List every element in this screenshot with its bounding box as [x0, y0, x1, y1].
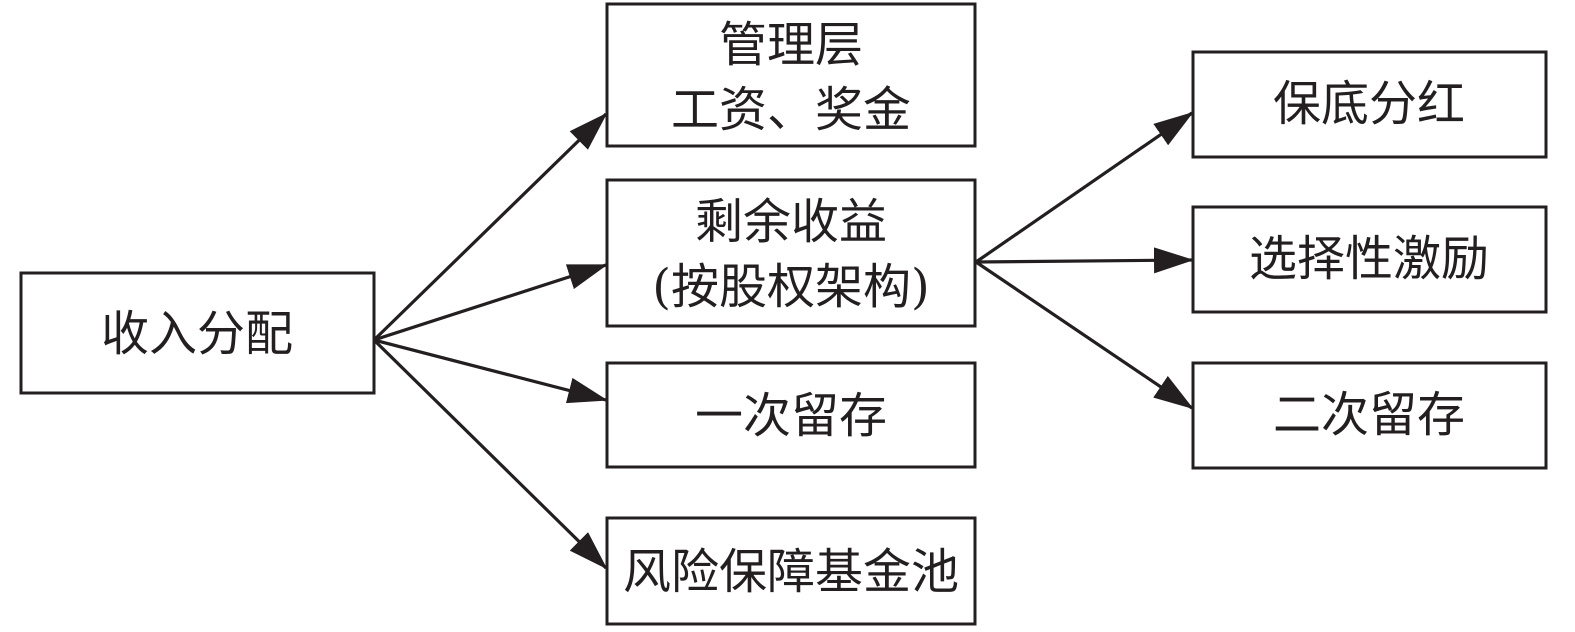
node-income-distribution: 收入分配	[19, 271, 376, 395]
node-risk-fund: 风险保障基金池	[605, 516, 977, 626]
arrow-root-to-first-retention	[373, 338, 608, 404]
arrow-root-to-risk-fund	[372, 338, 608, 570]
arrow-root-to-residual-income	[373, 263, 608, 342]
node-box	[605, 516, 977, 626]
node-box	[605, 178, 977, 328]
node-label-line-1: 剩余收益	[695, 194, 887, 250]
edges-root-to-level1	[372, 112, 608, 570]
edges-residual-to-level2	[975, 111, 1194, 410]
node-label: 风险保障基金池	[623, 544, 959, 600]
node-guaranteed-dividend: 保底分红	[1191, 50, 1548, 159]
node-box	[1191, 205, 1548, 314]
node-residual-income: 剩余收益 (按股权架构)	[605, 178, 977, 328]
node-box	[1191, 361, 1548, 470]
node-label-line-2: 工资、奖金	[671, 82, 911, 138]
node-second-retention: 二次留存	[1191, 361, 1548, 470]
node-box	[1191, 50, 1548, 159]
node-label-line-1: 管理层	[719, 17, 863, 73]
node-label: 保底分红	[1273, 76, 1465, 132]
arrow-residual-to-selective-incentive	[975, 247, 1194, 274]
node-label: 一次留存	[695, 388, 887, 444]
arrow-residual-to-second-retention	[975, 260, 1194, 410]
arrow-residual-to-guaranteed-dividend	[975, 111, 1194, 264]
node-label: 二次留存	[1273, 387, 1465, 443]
node-box	[19, 271, 376, 395]
node-first-retention: 一次留存	[605, 361, 977, 469]
arrow-root-to-management-pay	[372, 112, 608, 342]
node-management-pay: 管理层 工资、奖金	[605, 2, 977, 148]
node-box	[605, 361, 977, 469]
node-label: 收入分配	[101, 306, 293, 362]
node-box	[605, 2, 977, 148]
node-label: 选择性激励	[1249, 231, 1489, 287]
node-selective-incentive: 选择性激励	[1191, 205, 1548, 314]
node-label-line-2: (按股权架构)	[652, 259, 929, 315]
